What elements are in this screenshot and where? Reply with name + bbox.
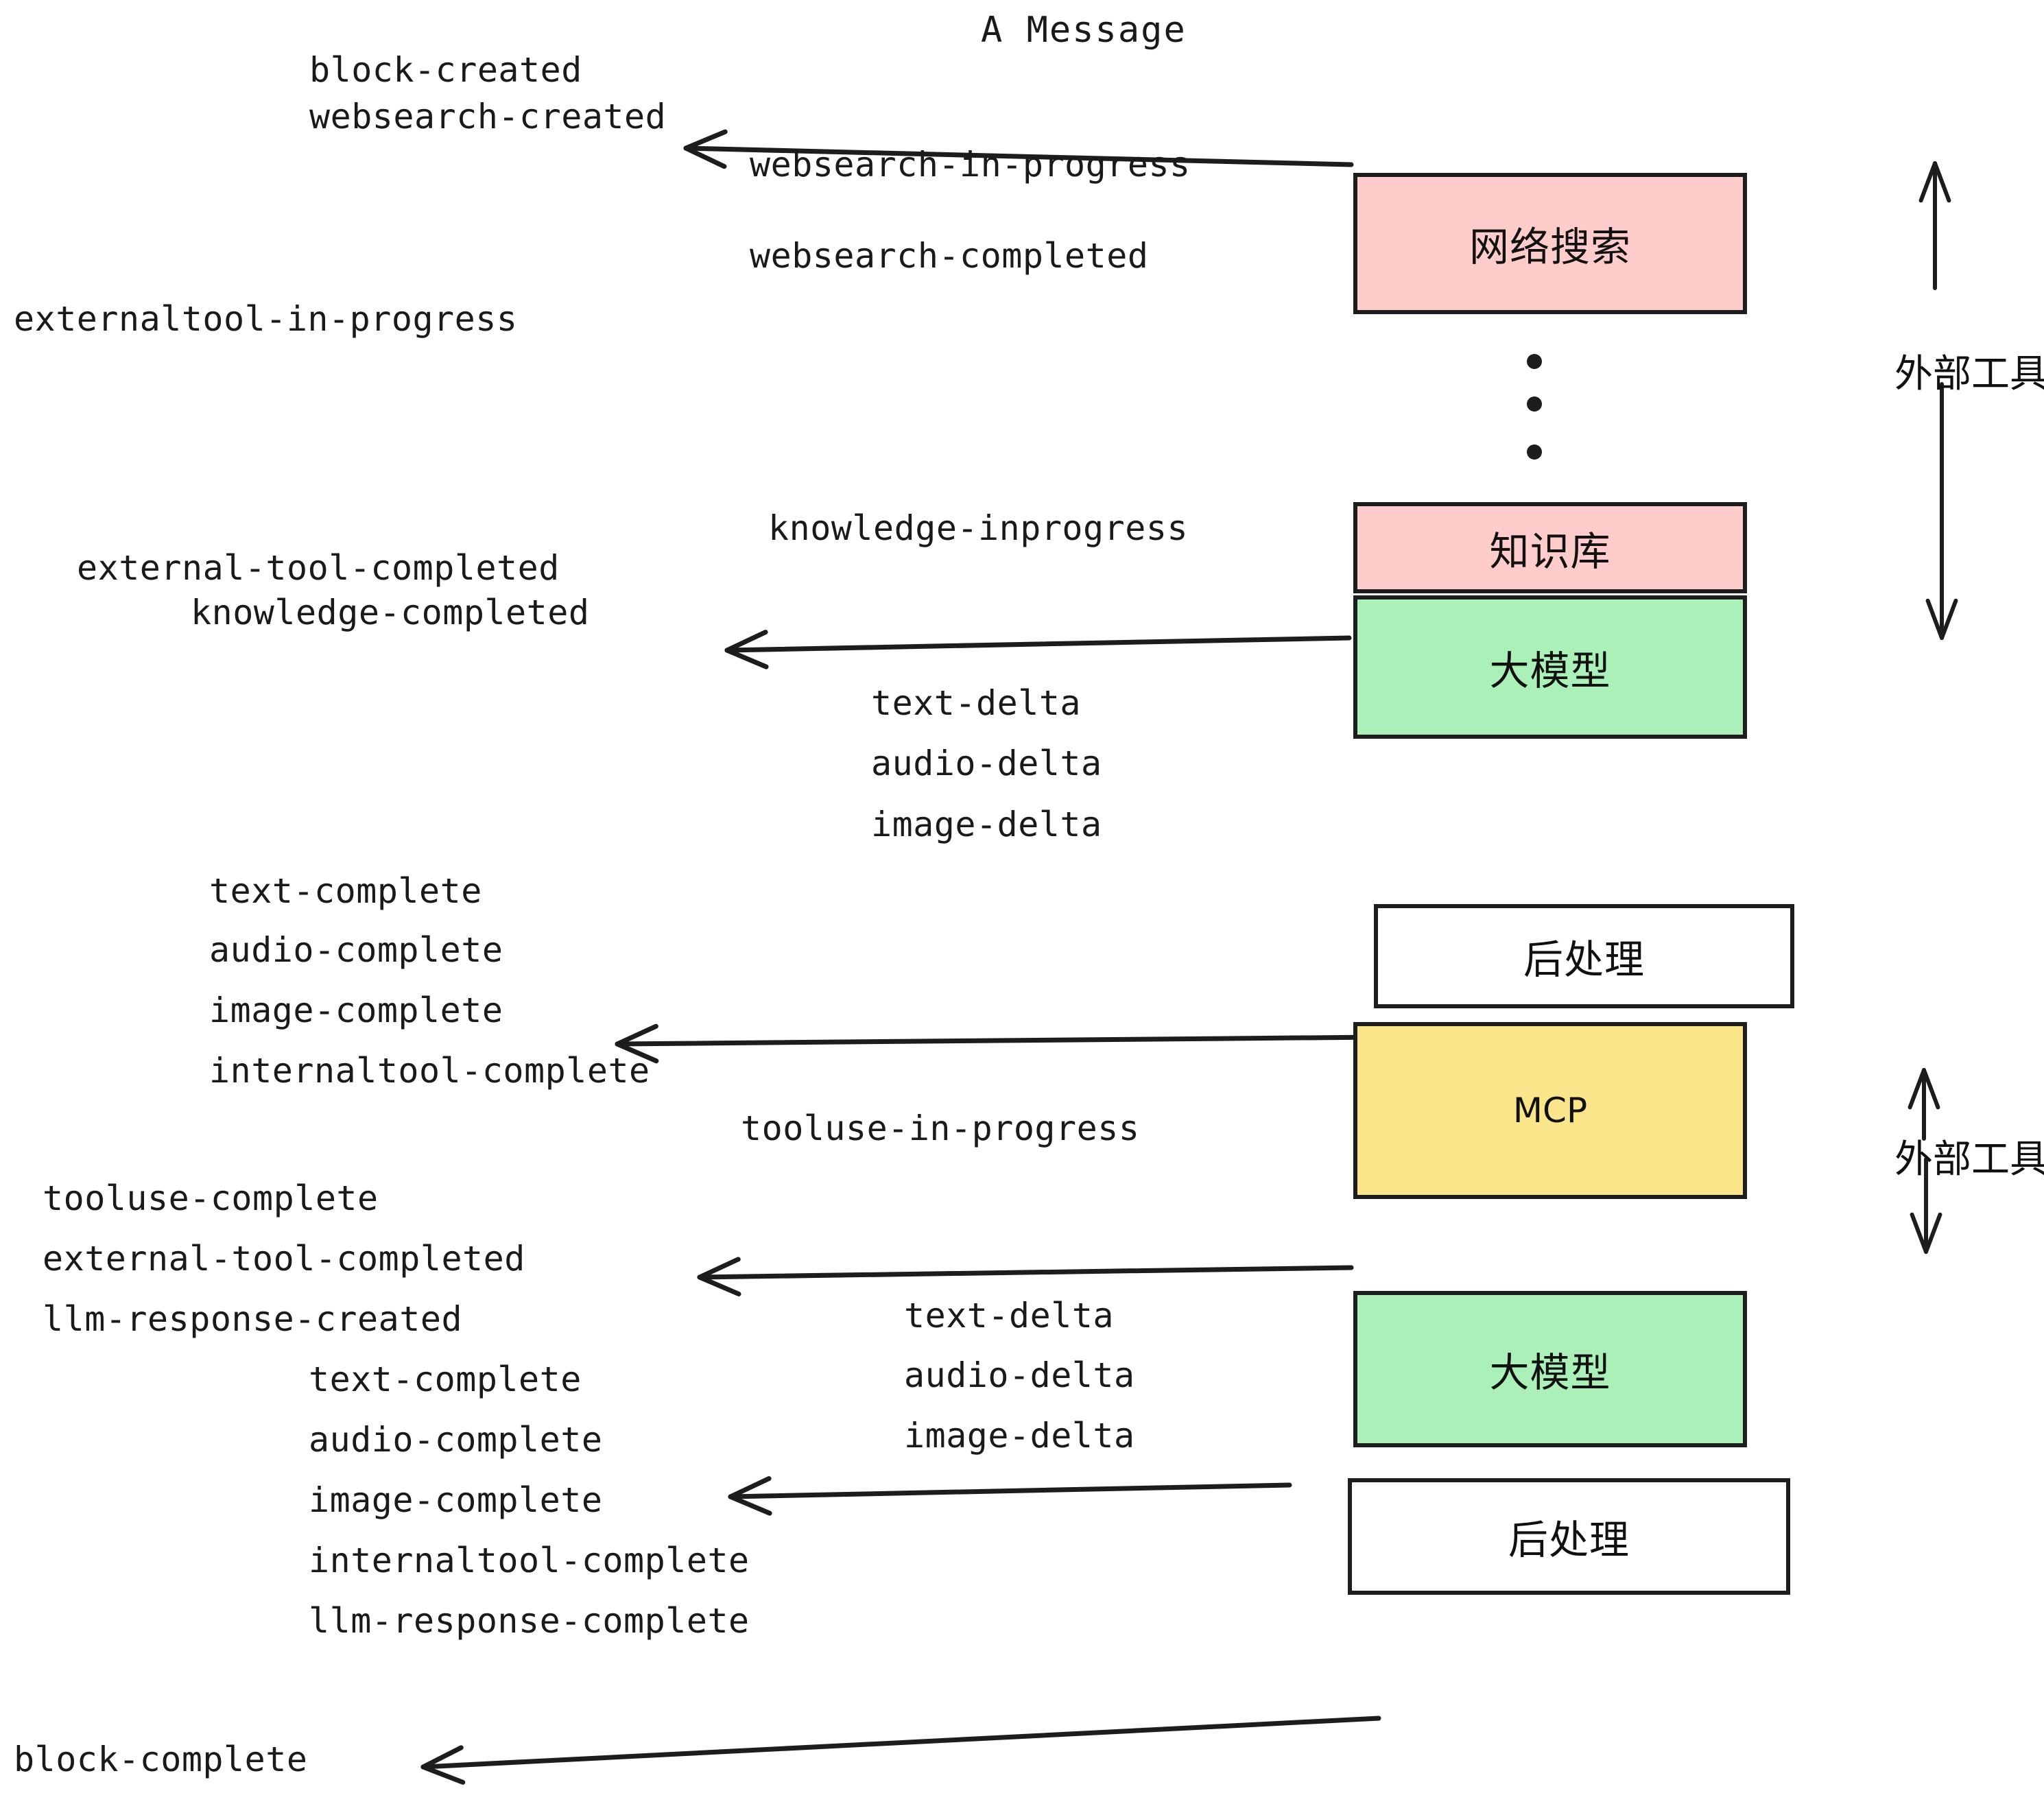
box-label-llm-upper: 大模型 — [1489, 647, 1611, 694]
ellipsis-dot-2 — [1527, 396, 1542, 412]
arrow-knowledge-completed — [724, 630, 1352, 669]
event-external-tool-completed-2: external-tool-completed — [43, 1239, 525, 1279]
arrow-block-complete — [420, 1716, 1381, 1785]
event-image-delta-2: image-delta — [904, 1416, 1135, 1456]
ellipsis-dot-1 — [1527, 354, 1542, 369]
event-image-complete-2: image-complete — [309, 1480, 603, 1520]
event-text-complete-2: text-complete — [309, 1360, 582, 1399]
external-tool-up-upper — [1918, 161, 1951, 290]
event-tooluse-in-progress: tooluse-in-progress — [741, 1108, 1140, 1148]
event-llm-response-created: llm-response-created — [43, 1299, 463, 1339]
box-knowledge: 知识库 — [1353, 502, 1747, 593]
event-knowledge-inprogress: knowledge-inprogress — [768, 508, 1189, 548]
box-label-postprocess-lower: 后处理 — [1508, 1517, 1630, 1563]
arrow-tooluse-complete — [697, 1257, 1354, 1296]
arrow-audio-complete — [728, 1476, 1292, 1516]
event-websearch-completed: websearch-completed — [750, 236, 1149, 276]
event-external-tool-completed-1: external-tool-completed — [77, 548, 560, 588]
event-text-delta-1: text-delta — [871, 683, 1082, 723]
box-llm-upper: 大模型 — [1353, 595, 1747, 739]
arrow-image-complete — [615, 1023, 1381, 1064]
external-tool-down-upper — [1925, 382, 1958, 640]
event-block-created: block-created — [309, 50, 582, 90]
box-label-knowledge: 知识库 — [1489, 527, 1611, 575]
event-websearch-in-progress: websearch-in-progress — [750, 145, 1191, 185]
event-llm-response-complete: llm-response-complete — [309, 1601, 750, 1641]
box-label-mcp: MCP — [1512, 1091, 1588, 1130]
event-text-complete-1: text-complete — [209, 871, 482, 911]
box-postprocess-lower: 后处理 — [1348, 1478, 1790, 1595]
event-audio-complete-2: audio-complete — [309, 1420, 603, 1460]
box-label-websearch: 网络搜索 — [1469, 224, 1631, 270]
event-websearch-created: websearch-created — [309, 97, 667, 137]
event-externaltool-in-progress: externaltool-in-progress — [14, 299, 518, 339]
side-label-external-tool-upper: 外部工具 — [1894, 352, 2044, 396]
ellipsis-dot-3 — [1527, 444, 1542, 460]
event-internaltool-complete-2: internaltool-complete — [309, 1541, 750, 1580]
event-knowledge-completed: knowledge-completed — [191, 593, 590, 632]
box-label-llm-lower: 大模型 — [1489, 1349, 1611, 1396]
event-text-delta-2: text-delta — [904, 1296, 1115, 1336]
box-llm-lower: 大模型 — [1353, 1291, 1747, 1447]
event-audio-delta-2: audio-delta — [904, 1355, 1135, 1395]
event-internaltool-complete-1: internaltool-complete — [209, 1051, 650, 1091]
event-audio-delta-1: audio-delta — [871, 744, 1102, 783]
event-image-delta-1: image-delta — [871, 805, 1102, 844]
side-label-external-tool-lower: 外部工具 — [1894, 1137, 2044, 1182]
page-title: A Message — [981, 10, 1187, 51]
event-audio-complete-1: audio-complete — [209, 930, 503, 970]
event-tooluse-complete: tooluse-complete — [43, 1178, 379, 1218]
box-mcp: MCP — [1353, 1022, 1747, 1199]
event-image-complete-1: image-complete — [209, 990, 503, 1030]
box-label-postprocess-upper: 后处理 — [1523, 936, 1645, 983]
event-block-complete: block-complete — [14, 1740, 308, 1779]
box-websearch: 网络搜索 — [1353, 173, 1747, 314]
box-postprocess-upper: 后处理 — [1374, 904, 1794, 1008]
